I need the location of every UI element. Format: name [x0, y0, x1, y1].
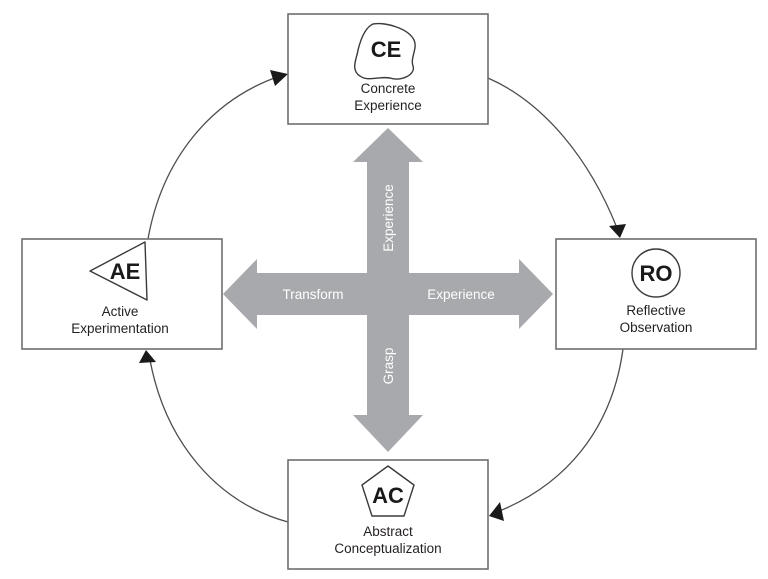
cycle-arrows — [139, 70, 626, 523]
axis-label-up: Experience — [381, 184, 396, 252]
node-label-line2: Conceptualization — [334, 541, 441, 556]
central-cross-arrows: Experience Grasp Transform Experience — [223, 128, 553, 452]
horizontal-double-arrow — [223, 259, 553, 329]
arc-ac-to-ae — [149, 359, 289, 523]
arc-ce-to-ro — [487, 77, 618, 229]
arrowhead-into-ae — [139, 350, 156, 363]
triangle-badge-icon — [89, 241, 148, 301]
axis-label-right: Experience — [427, 287, 495, 302]
node-label-line1: Active — [102, 304, 139, 319]
arrowhead-into-ro — [609, 224, 626, 238]
arc-ro-to-ac — [496, 348, 624, 513]
node-label-line1: Concrete — [361, 81, 416, 96]
node-abstract-conceptualization: AC Abstract Conceptualization — [287, 459, 489, 570]
pentagon-badge-icon — [361, 465, 415, 517]
node-label-line2: Experience — [354, 98, 422, 113]
node-label-line2: Observation — [620, 320, 693, 335]
arrowhead-into-ce — [270, 70, 288, 86]
arrowhead-into-ac — [489, 502, 504, 521]
circle-badge-icon — [631, 248, 681, 298]
node-reflective-observation: RO Reflective Observation — [555, 238, 757, 350]
node-label-line1: Reflective — [626, 303, 685, 318]
axis-label-down: Grasp — [381, 348, 396, 385]
blob-badge-icon — [354, 22, 416, 80]
node-label-line1: Abstract — [363, 524, 413, 539]
node-badge: AE — [110, 259, 141, 284]
node-label-line2: Experimentation — [71, 321, 169, 336]
node-badge: CE — [371, 37, 402, 62]
axis-label-left: Transform — [282, 287, 343, 302]
node-badge: RO — [640, 261, 673, 286]
node-concrete-experience: CE Concrete Experience — [287, 13, 489, 125]
arc-ae-to-ce — [147, 75, 281, 240]
node-badge: AC — [372, 483, 404, 508]
node-active-experimentation: AE Active Experimentation — [21, 238, 223, 350]
